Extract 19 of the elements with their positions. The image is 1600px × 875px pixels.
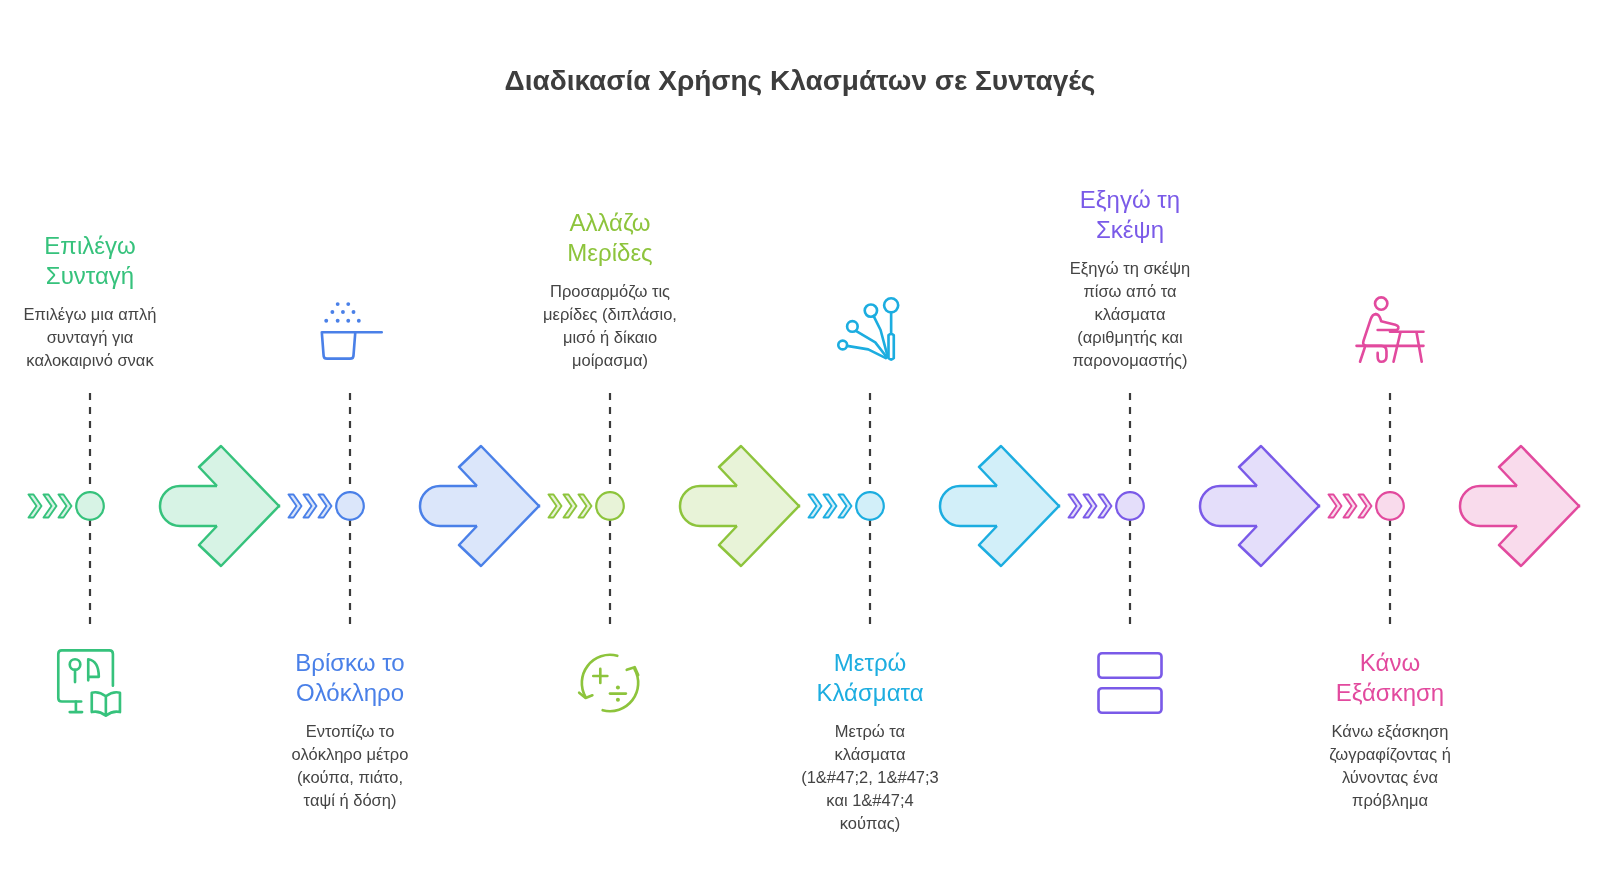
step-title: Εξηγώ τη Σκέψη — [1078, 185, 1182, 245]
step-title: Κάνω Εξάσκηση — [1334, 648, 1446, 708]
arrow — [418, 444, 542, 568]
step-title: Επιλέγω Συνταγή — [43, 231, 137, 291]
arrow — [158, 444, 282, 568]
step-description: Μετρώ τα κλάσματα (1&#47;2, 1&#47;3 και 1&#47;4 κούπας) — [800, 721, 940, 834]
step-title: Βρίσκω το Ολόκληρο — [294, 648, 406, 708]
step-description: Κάνω εξάσκηση ζωγραφίζοντας ή λύνοντας ένα πρόβλημα — [1328, 721, 1452, 811]
arrow — [1198, 444, 1322, 568]
arrow — [1458, 444, 1582, 568]
diagram-title: Διαδικασία Χρήσης Κλασμάτων σε Συνταγές — [504, 64, 1096, 98]
step-description: Επιλέγω μια απλή συνταγή για καλοκαιρινό σνακ — [22, 304, 158, 371]
step-title: Αλλάζω Μερίδες — [566, 208, 654, 268]
step-title: Μετρώ Κλάσματα — [815, 648, 925, 708]
arrow — [678, 444, 802, 568]
step-description: Εξηγώ τη σκέψη πίσω από τα κλάσματα (αριθμητής και παρονομαστής) — [1068, 258, 1192, 371]
arrow — [938, 444, 1062, 568]
step-description: Προσαρμόζω τις μερίδες (διπλάσιο, μισό ή δίκαιο μοίρασμα) — [542, 281, 678, 371]
step-description: Εντοπίζω το ολόκληρο μέτρο (κούπα, πιάτο, ταψί ή δόση) — [290, 721, 410, 811]
